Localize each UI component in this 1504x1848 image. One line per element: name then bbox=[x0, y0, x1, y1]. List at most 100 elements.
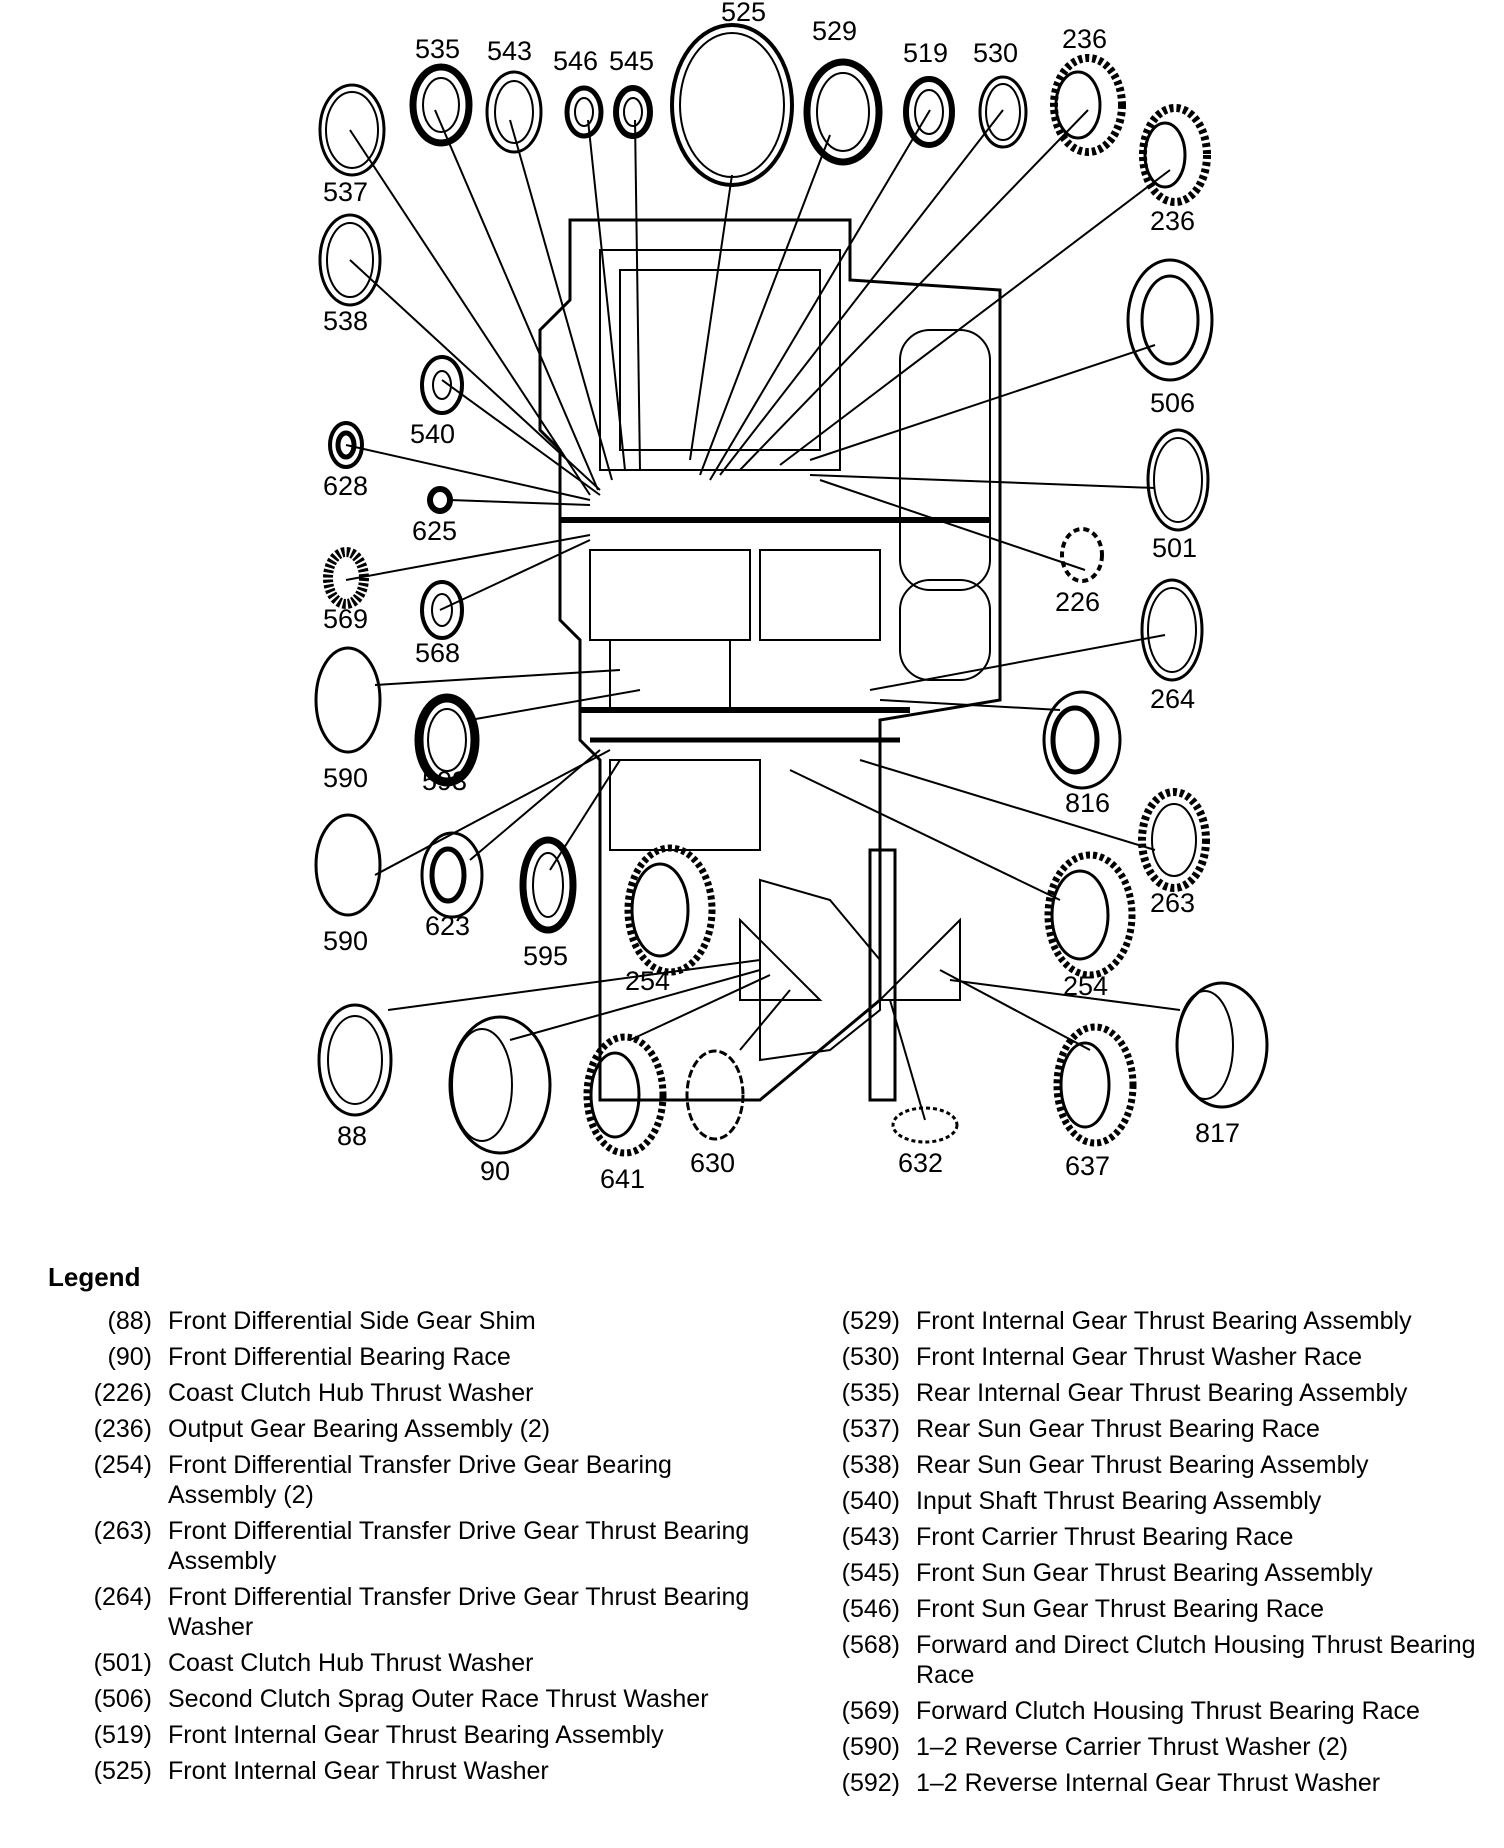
callout-label: 236 bbox=[1062, 24, 1107, 54]
legend-item-number: (538) bbox=[841, 1451, 900, 1479]
callout-label: 90 bbox=[480, 1156, 510, 1186]
callout-label: 590 bbox=[323, 763, 368, 793]
legend-item-description: Front Sun Gear Thrust Bearing Race bbox=[916, 1595, 1325, 1623]
part-264 bbox=[1140, 578, 1204, 682]
legend-item: (543)Front Carrier Thrust Bearing Race bbox=[808, 1522, 1498, 1552]
part-590-a bbox=[314, 646, 382, 754]
callout-label: 540 bbox=[410, 419, 455, 449]
part-506 bbox=[1126, 258, 1214, 382]
legend-item-description: Coast Clutch Hub Thrust Washer bbox=[168, 1379, 534, 1407]
legend-item: (525)Front Internal Gear Thrust Washer bbox=[60, 1756, 760, 1786]
part-254-a bbox=[624, 844, 716, 976]
legend-item: (264) Front Differential Transfer Drive G… bbox=[60, 1582, 760, 1642]
legend-item: (540)Input Shaft Thrust Bearing Assembly bbox=[808, 1486, 1498, 1516]
part-254-b bbox=[1044, 851, 1136, 979]
legend-item-description: Front Differential Transfer Drive Gear B… bbox=[168, 1451, 672, 1509]
legend-item-description: Rear Sun Gear Thrust Bearing Race bbox=[916, 1415, 1320, 1443]
part-88 bbox=[317, 1003, 393, 1117]
legend-item-description: Front Internal Gear Thrust Bearing Assem… bbox=[916, 1307, 1412, 1335]
part-545 bbox=[613, 85, 653, 139]
callout-label: 254 bbox=[1063, 971, 1108, 1001]
part-519 bbox=[903, 76, 955, 148]
callout-label: 630 bbox=[690, 1148, 735, 1178]
callout-label: 538 bbox=[323, 306, 368, 336]
legend-item-number: (254) bbox=[93, 1451, 152, 1479]
legend-item-number: (535) bbox=[841, 1379, 900, 1407]
callout-label: 254 bbox=[625, 966, 670, 996]
legend-item-description: Front Internal Gear Thrust Bearing Assem… bbox=[168, 1721, 664, 1749]
callout-label: 625 bbox=[412, 516, 457, 546]
legend-item-number: (90) bbox=[107, 1343, 152, 1371]
legend-item-number: (519) bbox=[93, 1721, 152, 1749]
callout-label: 595 bbox=[523, 941, 568, 971]
legend-item-number: (537) bbox=[841, 1415, 900, 1443]
part-525 bbox=[670, 23, 794, 187]
legend-item-number: (236) bbox=[93, 1415, 152, 1443]
legend-item: (530) Front Internal Gear Thrust Washer R… bbox=[808, 1342, 1498, 1372]
callout-label: 593 bbox=[422, 766, 467, 796]
legend-item-description: Output Gear Bearing Assembly (2) bbox=[168, 1415, 551, 1443]
callout-label: 637 bbox=[1065, 1151, 1110, 1181]
part-236-b bbox=[1139, 104, 1211, 206]
legend-item-description: Input Shaft Thrust Bearing Assembly bbox=[916, 1487, 1322, 1515]
part-623 bbox=[420, 831, 484, 919]
legend-item-number: (226) bbox=[93, 1379, 152, 1407]
legend-item-number: (546) bbox=[841, 1595, 900, 1623]
legend-title: Legend bbox=[48, 1262, 141, 1292]
callout-label: 535 bbox=[415, 34, 460, 64]
part-637 bbox=[1053, 1023, 1137, 1147]
legend-item-number: (543) bbox=[841, 1523, 900, 1551]
part-530 bbox=[978, 75, 1028, 149]
part-625 bbox=[427, 486, 453, 514]
callout-label: 88 bbox=[337, 1121, 367, 1151]
part-501 bbox=[1146, 428, 1210, 532]
legend-item: (535) Rear Internal Gear Thrust Bearing A… bbox=[808, 1378, 1498, 1408]
legend-item: (90) Front Differential Bearing Race bbox=[60, 1342, 760, 1372]
legend-item: (501) Coast Clutch Hub Thrust Washer bbox=[60, 1648, 760, 1678]
legend-item-description: Rear Internal Gear Thrust Bearing Assemb… bbox=[916, 1379, 1408, 1407]
part-263 bbox=[1138, 788, 1210, 892]
legend-item: (538)Rear Sun Gear Thrust Bearing Assemb… bbox=[808, 1450, 1498, 1480]
callout-label: 546 bbox=[553, 46, 598, 76]
legend-item-number: (592) bbox=[841, 1769, 900, 1797]
callout-labels: 525 535 543 546 545 529 519 530 236 537 … bbox=[323, 0, 1240, 1194]
transmission-case bbox=[538, 218, 1002, 1102]
legend-item-description: 1–2 Reverse Internal Gear Thrust Washer bbox=[916, 1769, 1381, 1797]
legend-item-number: (264) bbox=[93, 1583, 152, 1611]
legend-item: (519) Front Internal Gear Thrust Bearing … bbox=[60, 1720, 760, 1750]
legend-item-description: Coast Clutch Hub Thrust Washer bbox=[168, 1649, 534, 1677]
legend-item-number: (88) bbox=[107, 1307, 152, 1335]
legend-item-number: (530) bbox=[841, 1343, 900, 1371]
legend-item-description: 1–2 Reverse Carrier Thrust Washer (2) bbox=[916, 1733, 1349, 1761]
legend-item-number: (263) bbox=[93, 1517, 152, 1545]
legend-item: (529)Front Internal Gear Thrust Bearing … bbox=[808, 1306, 1498, 1336]
callout-label: 501 bbox=[1152, 533, 1197, 563]
legend-item-number: (501) bbox=[93, 1649, 152, 1677]
legend-item-number: (569) bbox=[841, 1697, 900, 1725]
legend-item: (592) 1–2 Reverse Internal Gear Thrust Wa… bbox=[808, 1768, 1498, 1798]
legend-item-number: (506) bbox=[93, 1685, 152, 1713]
part-641 bbox=[583, 1033, 667, 1157]
legend-item-description: Second Clutch Sprag Outer Race Thrust Wa… bbox=[168, 1685, 709, 1713]
part-538 bbox=[318, 213, 382, 307]
legend-item-description: Front Differential Bearing Race bbox=[168, 1343, 511, 1371]
callout-label: 264 bbox=[1150, 684, 1195, 714]
legend-item-number: (568) bbox=[841, 1631, 900, 1659]
legend-item-description: Front Differential Side Gear Shim bbox=[168, 1307, 536, 1335]
legend-item: (545)Front Sun Gear Thrust Bearing Assem… bbox=[808, 1558, 1498, 1588]
legend-item: (263)Front Differential Transfer Drive G… bbox=[60, 1516, 760, 1576]
part-816 bbox=[1042, 690, 1122, 790]
legend-item-description: Front Differential Transfer Drive Gear T… bbox=[168, 1583, 750, 1641]
part-568 bbox=[420, 580, 464, 640]
parts bbox=[314, 23, 1269, 1157]
legend-item-number: (545) bbox=[841, 1559, 900, 1587]
part-569 bbox=[323, 547, 369, 609]
part-537 bbox=[318, 83, 386, 177]
callout-label: 545 bbox=[609, 46, 654, 76]
legend-item-description: Front Internal Gear Thrust Washer Race bbox=[916, 1343, 1363, 1371]
legend-item-number: (525) bbox=[93, 1757, 152, 1785]
part-593 bbox=[414, 693, 480, 787]
legend-item-description: Forward Clutch Housing Thrust Bearing Ra… bbox=[916, 1697, 1420, 1725]
callout-label: 569 bbox=[323, 604, 368, 634]
legend-item: (226) Coast Clutch Hub Thrust Washer bbox=[60, 1378, 760, 1408]
